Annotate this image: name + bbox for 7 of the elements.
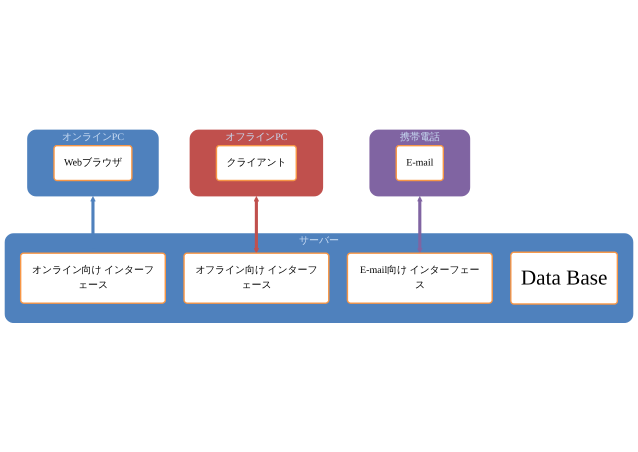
cluster: [27, 129, 159, 196]
cluster: [369, 129, 470, 196]
cluster: [4, 232, 634, 323]
arrow: [254, 196, 260, 254]
diagram: サーバー 携帯電話 E-mail オフラインPC クライアント オンラインPC Webブラウザ オンライン向け インターフェース オフライン向け インターフェース E-mail向け インターフェース Data Base: [0, 124, 638, 328]
cluster: [190, 129, 324, 196]
arrow: [417, 196, 423, 254]
